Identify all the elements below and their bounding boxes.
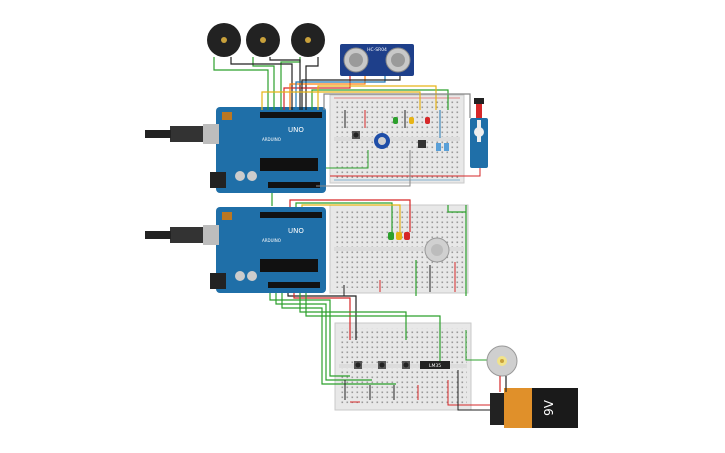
dc-motor (486, 345, 518, 377)
wires-top (261, 76, 471, 118)
bottom-bb-wires (344, 330, 495, 411)
buttons-bottom (354, 361, 410, 369)
wires-middle (271, 193, 467, 296)
piezo-middle (424, 237, 450, 263)
buzzer-2 (246, 23, 280, 57)
ultrasonic-sensor: HC-SR04 (340, 44, 414, 76)
arduino-bottom-brand: ARDUINO (262, 238, 281, 243)
ldr (418, 140, 426, 148)
arduino-bottom-model: UNO (288, 227, 304, 235)
motor-wires (499, 376, 507, 392)
servo-motor (470, 98, 488, 168)
arduino-bottom: UNO ARDUINO (145, 207, 326, 293)
leds-middle (388, 232, 410, 240)
top-button (352, 131, 360, 139)
potentiometer (374, 133, 390, 149)
ultrasonic-label: HC-SR04 (367, 47, 387, 53)
middle-bb-wires (343, 262, 456, 296)
arduino-top-brand: ARDUINO (262, 137, 281, 142)
wires-buzzers (213, 57, 319, 110)
lm35-sensor: LM35 (420, 361, 450, 369)
battery-label: 9V (542, 399, 556, 416)
arduino-top: UNO ARDUINO (145, 107, 326, 193)
buzzer-1 (207, 23, 241, 57)
blue-leds (436, 143, 449, 151)
breadboard-top (329, 94, 465, 184)
lm35-label: LM35 (429, 363, 441, 369)
leds-top (393, 117, 430, 124)
buzzer-3 (291, 23, 325, 57)
battery-9v: 9V (490, 388, 578, 428)
wires-bottom (269, 293, 441, 385)
arduino-top-model: UNO (288, 126, 304, 134)
